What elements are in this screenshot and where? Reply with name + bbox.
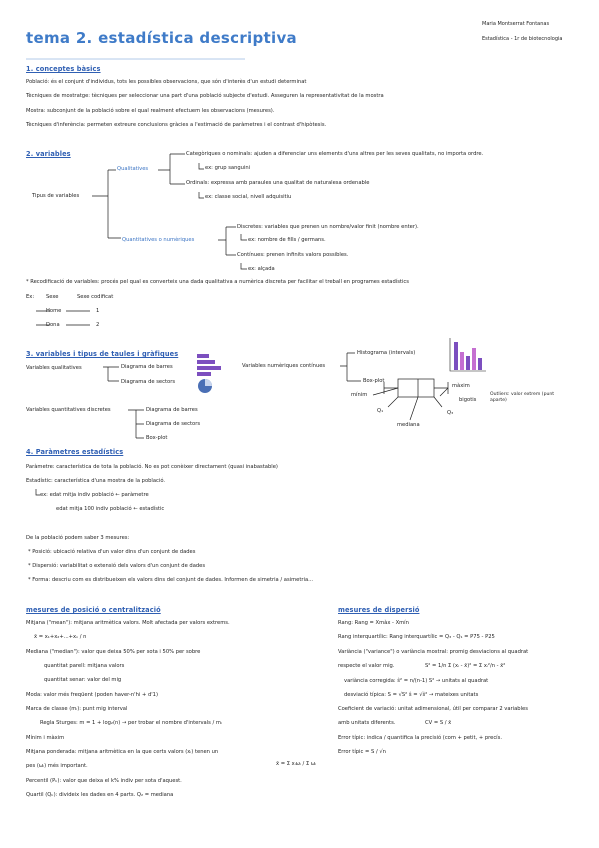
- box-bigotis: bigotis: [459, 397, 477, 403]
- recod-row-dona: Dona: [46, 322, 60, 328]
- recodificacio: * Recodificació de variables: procés pel…: [26, 279, 409, 285]
- section-heading-3: 3. variables i tipus de taules i gràfiqu…: [26, 350, 179, 358]
- var-quant-discretes: Variables quantitatives discretes: [26, 407, 111, 413]
- discretes: Discretes: variables que prenen un nombr…: [237, 224, 419, 230]
- section-heading-1: 1. conceptes bàsics: [26, 65, 101, 73]
- regla-sturges: Regla Sturges: m = 1 + log₂(n) → per tro…: [40, 720, 222, 726]
- mitjana-ponderada-2: pes (ωᵢ) més important.: [26, 763, 88, 769]
- param-example-1: ex: edat mitja indiv població ← paràmetr…: [40, 492, 149, 498]
- bar-chart-icon: [197, 354, 221, 376]
- three-measures: De la població podem saber 3 mesures:: [26, 535, 130, 541]
- marca-classe: Marca de classe (mᵢ): punt mig interval: [26, 706, 128, 712]
- box-q1: Q₁: [377, 408, 384, 414]
- example-2: ex: classe social, nivell adquisitiu: [205, 194, 292, 200]
- course-name: Estadística - 1r de biotecnologia: [482, 36, 563, 42]
- recod-ex-label: Ex:: [26, 294, 35, 300]
- ordinals: Ordinals: expressa amb paraules una qual…: [186, 180, 370, 186]
- qualitatives-label: Qualitatives: [117, 166, 149, 172]
- continues: Contínues: prenen infinits valors possib…: [237, 252, 349, 258]
- example-3: ex: nombre de fills / germans.: [248, 237, 326, 243]
- page-title: tema 2. estadística descriptiva: [26, 29, 297, 47]
- recod-row-home-code: 1: [96, 308, 100, 314]
- def-inferencia: Tècniques d'inferència: permeten extreur…: [26, 122, 327, 128]
- author-name: Maria Montserrat Fontanas: [482, 21, 550, 27]
- recod-col-codificat: Sexe codificat: [77, 294, 114, 300]
- qual-barres: Diagrama de barres: [121, 364, 173, 370]
- var-qualitatives: Variables qualitatives: [26, 365, 82, 371]
- pie-chart-icon: [198, 379, 212, 393]
- def-estadistic: Estadístic: característica d'una mostra …: [26, 478, 166, 484]
- rang-interquartilic: Rang interquartílic: Rang interquartílic…: [338, 634, 495, 640]
- disc-boxplot: Box-plot: [146, 435, 168, 441]
- section-heading-2: 2. variables: [26, 150, 71, 158]
- disc-sectors: Diagrama de sectors: [146, 421, 201, 427]
- measure-dispersio: * Dispersió: variabilitat o extensió del…: [28, 563, 206, 569]
- tipus-variables: Tipus de variables: [32, 193, 80, 199]
- mitjana-ponderada: Mitjana ponderada: mitjana aritmètica en…: [26, 749, 219, 755]
- ponderada-formula: x̄ = Σ xᵢωᵢ / Σ ωᵢ: [276, 761, 317, 767]
- variancia-corregida: variància corregida: ŝ² = n/(n-1) S² → u…: [344, 678, 489, 684]
- mitjana: Mitjana ("mean"): mitjana aritmètica val…: [26, 620, 230, 626]
- coef-variacio: Coeficient de variació: unitat adimensio…: [338, 706, 528, 712]
- section-heading-4: 4. Paràmetres estadístics: [26, 448, 124, 456]
- recod-row-home: Home: [46, 308, 62, 314]
- histogram-icon: [449, 338, 486, 372]
- def-poblacio: Població: és el conjunt d'individus, tot…: [26, 79, 307, 85]
- heading-dispersio: mesures de dispersió: [338, 606, 420, 614]
- cont-boxplot: Box-plot: [363, 378, 385, 384]
- rang: Rang: Rang = Xmàx - Xmín: [338, 620, 409, 626]
- example-4: ex: alçada: [248, 266, 275, 272]
- mediana: Mediana ("median"): valor que deixa 50% …: [26, 649, 201, 655]
- recod-col-sexe: Sexe: [46, 294, 59, 300]
- variancia: Variància ("variance") o variància mostr…: [338, 649, 529, 655]
- cv-formula: CV = S / x̄: [425, 720, 452, 726]
- param-example-2: edat mitja 100 indiv població ← estadíst…: [56, 506, 165, 512]
- quartil: Quartil (Qₖ): divideix les dades en 4 pa…: [26, 792, 174, 798]
- coef-variacio-2: amb unitats diferents.: [338, 720, 396, 726]
- mitjana-formula: x̄ = x₁+x₂+...+xₙ / n: [34, 634, 87, 640]
- measure-posicio: * Posició: ubicació relativa d'un valor …: [28, 549, 196, 555]
- mediana-parell: quantitat parell: mitjana valors: [44, 663, 125, 669]
- box-maxim: màxim: [452, 383, 470, 389]
- disc-barres: Diagrama de barres: [146, 407, 198, 413]
- error-formula: Error típic = S / √n: [338, 749, 386, 755]
- recod-row-dona-code: 2: [96, 322, 100, 328]
- mediana-senar: quantitat senar: valor del mig: [44, 677, 122, 683]
- def-parametre: Paràmetre: característica de tota la pob…: [26, 464, 278, 470]
- example-1: ex: grup sanguini: [205, 165, 251, 171]
- minim-maxim: Mínim i màxim: [26, 735, 65, 741]
- error-tipic: Error típic: indica / quantifica la prec…: [338, 735, 502, 741]
- qual-sectors: Diagrama de sectors: [121, 379, 176, 385]
- def-mostra: Mostra: subconjunt de la població sobre …: [26, 108, 275, 114]
- box-q3: Q₃: [447, 410, 454, 416]
- heading-posicio: mesures de posició o centralització: [26, 606, 161, 614]
- categoriques: Categòriques o nominals: ajuden a difere…: [186, 151, 484, 157]
- variancia-formula: S² = 1/n Σ (xᵢ - x̄)² = Σ xᵢ²/n - x̄²: [425, 663, 506, 669]
- def-mostratge: Tècniques de mostratge: tècniques per se…: [26, 93, 384, 99]
- quantitatives-label: Quantitatives o numèriques: [122, 237, 195, 243]
- moda: Moda: valor més freqüent (poden haver-n'…: [26, 692, 158, 698]
- desviacio-tipica: desviació típica: S = √S² ŝ = √ŝ² → mate…: [344, 692, 479, 698]
- measure-forma: * Forma: descriu com es distribueixen el…: [28, 577, 314, 583]
- cont-histograma: Histograma (intervals): [357, 350, 416, 356]
- box-minim: mínim: [351, 392, 368, 398]
- percentil: Percentil (Pₖ): valor que deixa el k% in…: [26, 778, 182, 784]
- variancia-2: respecte el valor mig.: [338, 663, 395, 669]
- box-mediana: mediana: [397, 422, 420, 428]
- var-num-continues: Variables numèriques contínues: [242, 363, 326, 369]
- box-outliers: Outliers: valor extrem (punt aparte): [490, 392, 555, 403]
